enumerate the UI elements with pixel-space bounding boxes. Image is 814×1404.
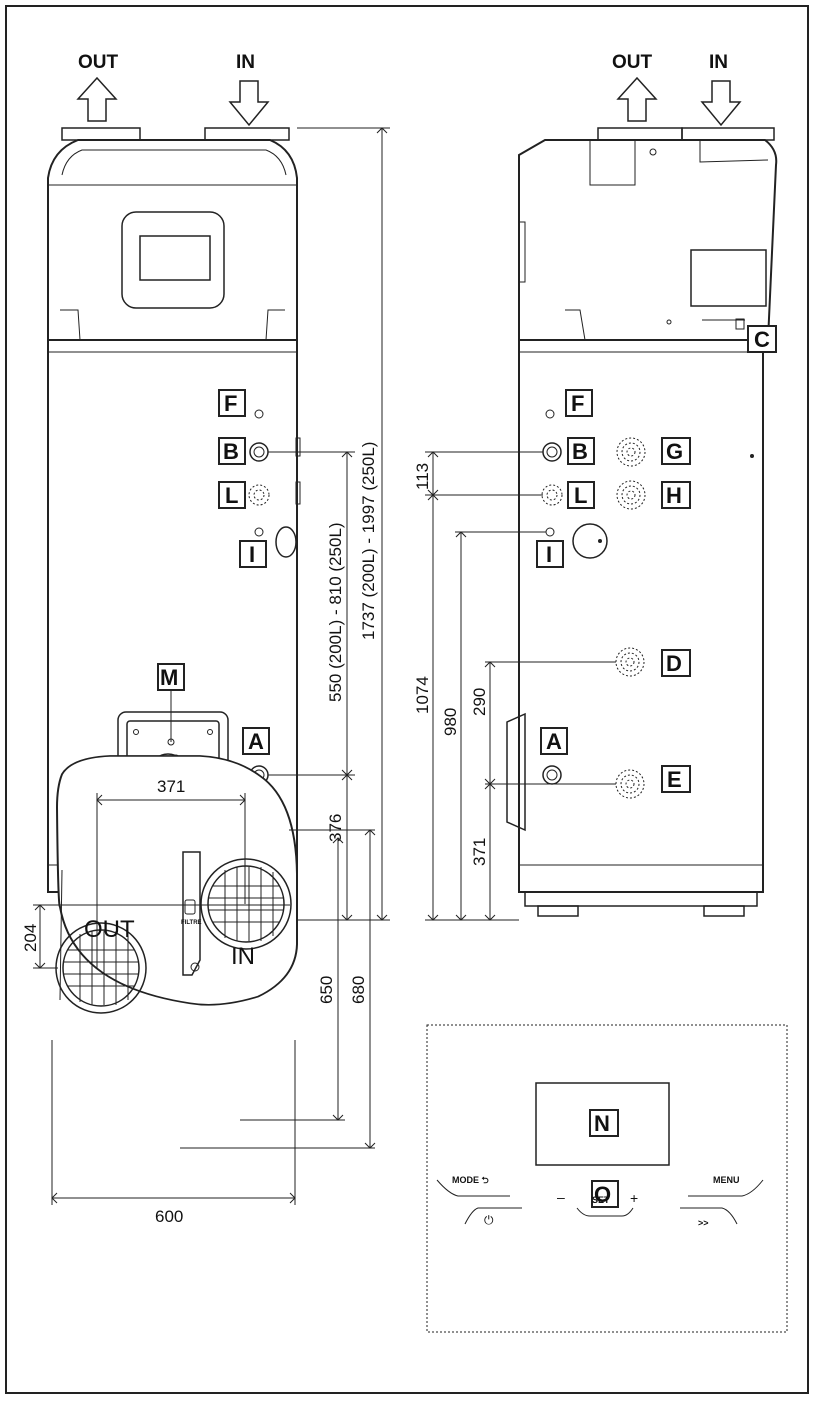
top-dim-600: 600	[155, 1207, 183, 1226]
dim-980: 980	[441, 708, 460, 736]
label-b-side: B	[572, 439, 588, 464]
label-i-side: I	[546, 542, 552, 567]
label-i-front: I	[249, 542, 255, 567]
out-label-side: OUT	[612, 52, 653, 73]
out-arrow-icon	[76, 76, 118, 122]
inlet-fan	[200, 858, 292, 950]
panel-display	[535, 1082, 670, 1166]
in-arrow-icon	[228, 80, 270, 127]
mode-button[interactable]	[436, 1179, 510, 1197]
set-button[interactable]	[576, 1207, 634, 1217]
label-l-side: L	[574, 483, 587, 508]
out-arrow-icon-side	[616, 76, 658, 122]
minus-button[interactable]: –	[557, 1189, 565, 1205]
menu-button[interactable]	[688, 1179, 764, 1197]
menu-label: MENU	[713, 1175, 740, 1185]
in-label-side: IN	[709, 52, 728, 73]
in-label: IN	[236, 52, 255, 73]
label-e: E	[667, 767, 682, 792]
label-h: H	[666, 483, 682, 508]
top-out-label: OUT	[84, 916, 135, 943]
next-label: >>	[698, 1218, 709, 1228]
dim-total-height: 1737 (200L) - 1997 (250L)	[359, 442, 378, 640]
dim-371-side: 371	[470, 838, 489, 866]
next-button[interactable]	[680, 1207, 738, 1225]
label-g: G	[666, 439, 683, 464]
label-o: O	[594, 1182, 611, 1207]
label-c: C	[754, 327, 770, 352]
label-f-front: F	[224, 391, 237, 416]
dim-b-to-a: 550 (200L) - 810 (250L)	[326, 522, 345, 702]
head-casing	[47, 139, 298, 341]
dim-1074: 1074	[413, 676, 432, 714]
filter-tab	[182, 851, 201, 976]
label-l-front: L	[225, 483, 238, 508]
in-arrow-icon-side	[700, 80, 742, 127]
panel-outline	[426, 1024, 788, 1333]
top-dim-204: 204	[21, 924, 40, 952]
dim-290: 290	[470, 688, 489, 716]
side-view: OUT IN C F	[413, 52, 778, 921]
display-bezel	[121, 211, 225, 309]
mode-label: MODE ⮌	[452, 1175, 489, 1185]
outlet-collar	[61, 127, 141, 141]
label-b-front: B	[223, 439, 239, 464]
label-f-side: F	[571, 391, 584, 416]
top-dim-650: 650	[317, 976, 336, 1004]
label-n: N	[594, 1111, 610, 1136]
power-icon: ⏻	[484, 1213, 494, 1227]
top-dim-680: 680	[349, 976, 368, 1004]
side-head-casing	[518, 139, 778, 341]
inlet-collar	[204, 127, 290, 141]
set-label: SET	[592, 1195, 610, 1205]
label-a-side: A	[546, 729, 562, 754]
filter-label: FILTRE	[181, 920, 202, 926]
top-dim-371: 371	[157, 777, 185, 796]
side-handle	[506, 712, 526, 832]
page-frame	[5, 5, 809, 1394]
top-casing	[55, 755, 298, 1006]
out-label: OUT	[78, 52, 119, 73]
dim-113: 113	[413, 463, 432, 490]
power-button[interactable]	[464, 1207, 522, 1225]
label-a-front: A	[248, 729, 264, 754]
plus-button[interactable]: +	[630, 1190, 638, 1206]
label-d: D	[666, 651, 682, 676]
label-m: M	[160, 665, 178, 690]
top-in-label: IN	[231, 943, 255, 970]
side-tank-body	[518, 339, 764, 893]
control-panel: N O MODE ⮌ ⏻ – SET + MENU >>	[426, 1024, 788, 1333]
dim-a-height: 376	[326, 814, 345, 842]
top-view: FILTRE OUT IN 371 204 650 680 600	[21, 755, 376, 1226]
display-screen	[139, 235, 211, 281]
